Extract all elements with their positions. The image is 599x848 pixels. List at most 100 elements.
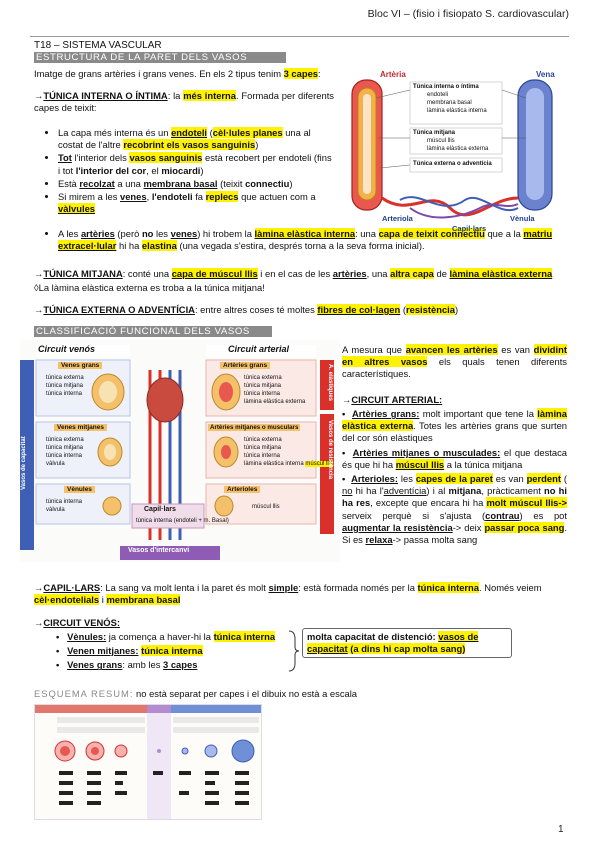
scheme-vessel-circle	[231, 739, 255, 763]
fig2-layer-label: túnica mitjana	[244, 383, 282, 389]
label-externa: Túnica externa o adventícia	[413, 161, 492, 167]
leader-line	[379, 164, 411, 169]
item-arteries-mitjanes: • Artèries mitjanes o musculades: el que…	[342, 446, 568, 470]
fig2-intercanvi: Vasos d'intercanvi	[128, 547, 190, 554]
fig2-layer-label: túnica interna	[46, 453, 83, 459]
label-muscul: múscul llis	[427, 138, 455, 144]
bullet-arteries-wide: A les artèries (però no les venes) hi tr…	[40, 228, 570, 253]
item-arteries-grans: • Artèries grans: molt important que ten…	[342, 408, 567, 444]
label-mitjana: Túnica mitjana	[413, 130, 456, 136]
scheme-bar	[235, 791, 249, 795]
resistencia-strip	[320, 414, 334, 534]
fig2-vn-layers: túnica interna vàlvula	[46, 498, 82, 514]
fig2-capacitat: Vasos de capacitat	[21, 436, 35, 490]
fig2-venules: Vènules	[64, 486, 95, 493]
fig2-arterioles: Arterioles	[224, 486, 261, 493]
fig2-arteries-grans: Artèries grans	[220, 362, 271, 369]
capacitat-strip	[20, 360, 34, 550]
vessel-structure-figure: Artèria Vena Túnica interna o íntima end…	[340, 68, 572, 238]
fig2-layer-label: túnica interna	[244, 453, 281, 459]
label-vena: Vena	[536, 70, 555, 79]
scheme-row	[173, 727, 259, 733]
scheme-bar	[59, 771, 73, 775]
fig2-vg-layers: túnica externa túnica mitjana túnica int…	[46, 374, 84, 398]
scheme-vein-header	[171, 705, 261, 713]
intercanvi-bar	[120, 546, 220, 560]
elastics-strip	[320, 360, 334, 410]
scheme-bar	[205, 791, 219, 795]
fig2-ar-muscul: múscul llis	[252, 504, 280, 510]
venos-title-bg	[36, 345, 130, 357]
artery-lumen	[363, 94, 371, 194]
item-venes-grans: • Venes grans: amb les 3 capes	[56, 659, 198, 671]
venule-path	[399, 196, 519, 212]
fig2-endoteli: túnica interna (endoteli + m. Basal)	[136, 518, 229, 524]
scheme-vessel-circle	[181, 747, 189, 755]
fig2-layer-label: vàlvula	[46, 507, 65, 513]
fig2-layer-label: túnica externa	[46, 375, 84, 381]
scheme-bar	[87, 771, 101, 775]
fig2-muscul-label: múscul llis	[305, 461, 334, 467]
fig2-layer-label: túnica externa	[244, 375, 282, 381]
scheme-bar	[179, 771, 191, 775]
fig2-elastics: A. elàstiques	[327, 364, 333, 402]
scheme-vessel-circle	[157, 749, 161, 753]
scheme-bar	[205, 781, 215, 785]
leader-line	[501, 89, 527, 99]
fig2-venes-mitjanes: Venes mitjanes	[54, 424, 107, 431]
fig2-layer-label: túnica interna	[46, 391, 83, 397]
esquema-line: ESQUEMA RESUM: no està separat per capes…	[34, 688, 358, 699]
fig2-arteries-mitjanes: Artèries mitjanes o musculars	[208, 424, 301, 431]
media-note: ◊La làmina elàstica externa es troba a l…	[34, 282, 265, 293]
classification-figure: Circuit venós Circuit arterial Venes gra…	[20, 340, 340, 562]
scheme-bar	[115, 771, 127, 775]
label-intima: Túnica interna o íntima	[413, 84, 479, 90]
fig2-ag-layers: túnica externa túnica mitjana túnica int…	[244, 374, 305, 406]
fig2-venos-title: Circuit venós	[38, 344, 96, 354]
externa-paragraph: →TÚNICA EXTERNA O ADVENTÍCIA: entre altr…	[34, 304, 459, 315]
section-band-structure: ESTRUCTURA DE LA PARET DELS VASOS SANGUI…	[34, 52, 286, 74]
fig2-layer-label: túnica mitjana	[46, 383, 84, 389]
header-rule	[30, 36, 569, 37]
fig2-layer-label: túnica interna	[244, 391, 281, 397]
label-endoteli: endoteli	[427, 92, 449, 98]
classification-svg	[20, 345, 334, 560]
running-header: Bloc VI – (fisio i fisiopato S. cardiova…	[367, 8, 569, 20]
summary-scheme-svg	[35, 705, 261, 819]
intima-bullets: La capa més interna és un endoteli (cèl·…	[40, 127, 336, 216]
scheme-vessel-circle	[204, 744, 218, 758]
scheme-bar	[235, 781, 249, 785]
scheme-bar	[87, 781, 101, 785]
fig2-layer-label: túnica externa	[244, 437, 282, 443]
arterial-title-bg	[206, 345, 316, 357]
media-paragraph: →TÚNICA MITJANA: conté una capa de múscu…	[34, 268, 553, 279]
item-venules: • Vènules: ja comença a haver-hi la túni…	[56, 631, 276, 642]
venos-list: • Vènules: ja comença a haver-hi la túni…	[56, 631, 296, 672]
media-labels: Túnica mitjana múscul llis làmina elàsti…	[413, 129, 501, 153]
arterial-list: • Artèries grans: molt important que ten…	[342, 408, 567, 546]
media-label-box	[409, 127, 503, 155]
bullet-recolzat: Està recolzat a una membrana basal (teix…	[58, 178, 336, 190]
label-membrana: membrana basal	[427, 100, 472, 106]
fig2-vm-layers: túnica externa túnica mitjana túnica int…	[46, 436, 84, 468]
doc-title: T18 – SISTEMA VASCULAR	[34, 40, 162, 51]
fig2-layer-label: túnica interna	[46, 499, 83, 505]
arteriola-drawing	[214, 495, 234, 517]
fig2-layer-label: vàlvula	[46, 461, 65, 467]
intro-line: Imatge de grans artèries i grans venes. …	[34, 68, 321, 79]
fig2-layer-label: làmina elàstica externa	[244, 399, 306, 405]
scheme-artery-header	[35, 705, 147, 713]
scheme-bar	[87, 791, 101, 795]
scheme-bar	[115, 791, 127, 795]
label-arteria: Artèria	[380, 70, 406, 79]
scheme-bar	[87, 801, 101, 805]
fig2-am-layers: túnica externa túnica mitjana túnica int…	[244, 436, 334, 468]
fig2-layer-label: làmina elàstica interna	[244, 461, 304, 467]
vein-inner	[526, 88, 544, 200]
bullet-arteries: A les artèries (però no les venes) hi tr…	[58, 228, 570, 252]
intima-paragraph: →TÚNICA INTERNA O ÍNTIMA: la més interna…	[34, 90, 334, 114]
fig2-layer-label: túnica mitjana	[46, 445, 84, 451]
capacitat-box: molta capacitat de distenció: vasos de c…	[302, 628, 512, 659]
venula-drawing	[102, 496, 122, 516]
capil-paragraph: →CAPIL·LARS: La sang va molt lenta i la …	[34, 582, 542, 606]
